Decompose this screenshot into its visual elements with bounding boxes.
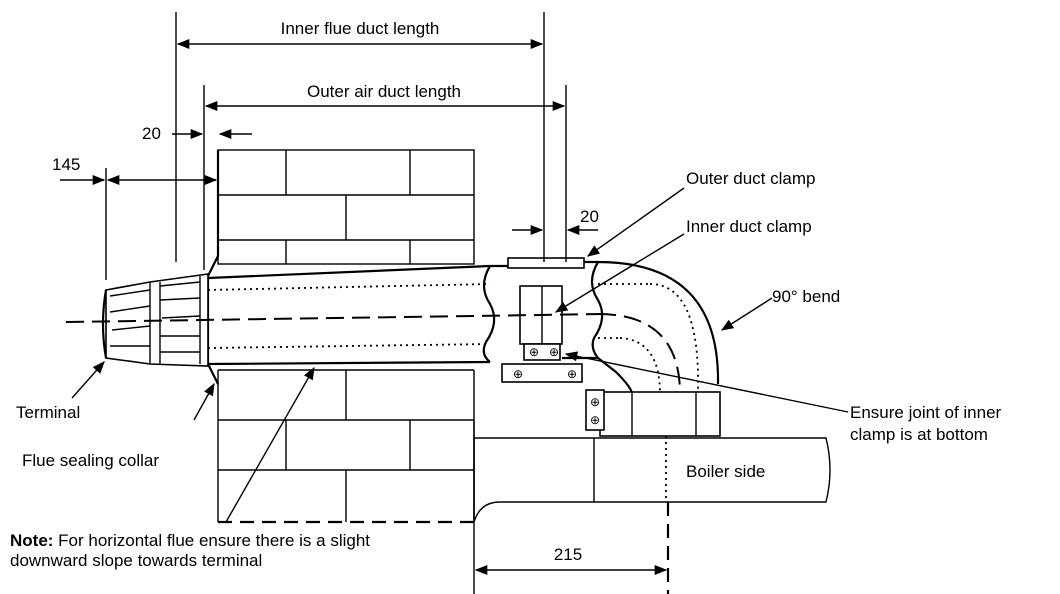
label-outer-duct-clamp: Outer duct clamp — [686, 169, 815, 188]
label-boiler-side: Boiler side — [686, 462, 765, 481]
label-inner-duct-clamp: Inner duct clamp — [686, 217, 812, 236]
label-dim-20-left: 20 — [142, 124, 161, 143]
label-terminal: Terminal — [16, 403, 80, 422]
svg-text:⊕: ⊕ — [549, 345, 559, 359]
label-outer-air-duct-length: Outer air duct length — [307, 82, 461, 101]
boiler-side-block — [473, 437, 831, 523]
inner-flue-duct — [207, 283, 650, 349]
dimension-lines — [60, 12, 670, 594]
svg-text:⊕: ⊕ — [590, 413, 600, 427]
label-ensure-joint-line2: clamp is at bottom — [850, 425, 988, 444]
note-prefix: Note: — [10, 531, 54, 550]
svg-text:⊕: ⊕ — [529, 345, 539, 359]
label-inner-flue-duct-length: Inner flue duct length — [281, 19, 440, 38]
wall-lower — [217, 369, 475, 524]
wall-upper — [217, 149, 475, 265]
flue-sealing-collar — [207, 150, 220, 385]
note-body: For horizontal flue ensure there is a sl… — [10, 531, 371, 570]
label-dim-145: 145 — [52, 155, 80, 174]
outer-duct-clamp-body: ⊕ ⊕ — [501, 257, 585, 383]
label-90-bend: 90° bend — [772, 287, 840, 306]
label-dim-20-right: 20 — [580, 207, 599, 226]
svg-text:⊕: ⊕ — [513, 367, 523, 381]
label-flue-sealing-collar: Flue sealing collar — [22, 451, 159, 470]
leader-lines — [71, 187, 849, 523]
svg-text:⊕: ⊕ — [567, 367, 577, 381]
label-dim-215: 215 — [554, 545, 582, 564]
note-text: Note: For horizontal flue ensure there i… — [10, 531, 370, 571]
centre-line — [65, 313, 607, 323]
inner-duct-clamp-body: ⊕ ⊕ — [519, 285, 563, 361]
label-ensure-joint-line1: Ensure joint of inner — [850, 403, 1002, 422]
svg-text:⊕: ⊕ — [590, 395, 600, 409]
bend-90: ⊕ ⊕ — [585, 260, 721, 437]
